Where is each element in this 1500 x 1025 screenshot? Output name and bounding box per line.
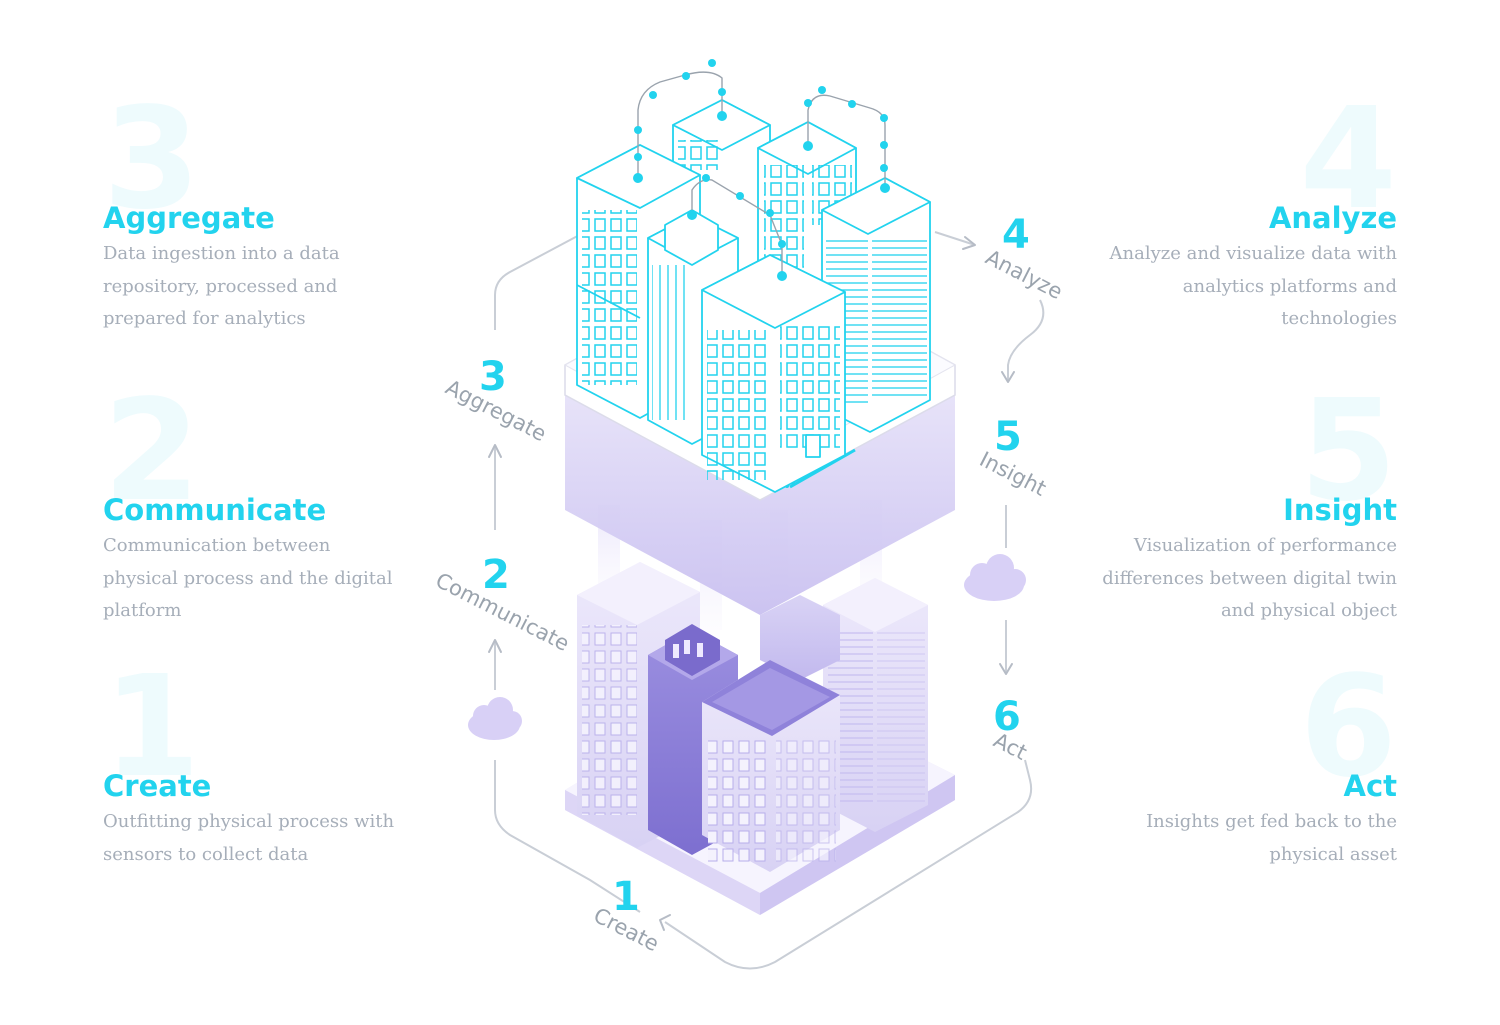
step-label-4: 4 Analyze (982, 212, 1067, 304)
step-insight-description: Visualization of performance differences… (1102, 535, 1397, 621)
step-analyze-description: Analyze and visualize data with analytic… (1109, 243, 1397, 329)
digital-buildings (576, 99, 931, 493)
flow-loop (494, 231, 1045, 970)
step-number-6: 6 (993, 694, 1021, 740)
step-analyze-title: Analyze (1268, 201, 1397, 235)
step-communicate-title: Communicate (103, 493, 327, 527)
step-number-4: 4 (1002, 212, 1030, 258)
step-create-block: 1 Create Outfitting physical process wit… (103, 658, 403, 871)
step-insight-block: 5 Insight Visualization of performance d… (1097, 382, 1397, 628)
step-number-3: 3 (479, 354, 507, 400)
step-communicate-watermark: 2 (103, 370, 201, 533)
step-insight-watermark: 5 (1299, 370, 1397, 533)
physical-buildings (577, 562, 928, 872)
step-act-description: Insights get fed back to the physical as… (1146, 811, 1397, 865)
step-create-title: Create (103, 769, 212, 803)
step-create-watermark: 1 (103, 646, 201, 809)
sensor-network (633, 59, 890, 281)
step-label-5: 5 Insight (976, 414, 1050, 501)
step-label-3: 3 Aggregate (442, 354, 550, 446)
step-number-1: 1 (612, 874, 640, 920)
step-aggregate-block: 3 Aggregate Data ingestion into a data r… (103, 90, 403, 336)
step-aggregate-description: Data ingestion into a data repository, p… (103, 243, 340, 329)
step-aggregate-watermark: 3 (103, 78, 201, 241)
step-create-description: Outfitting physical process with sensors… (103, 811, 395, 865)
step-analyze-watermark: 4 (1299, 78, 1397, 241)
cloud-icon-right (964, 554, 1026, 601)
cloud-icon-left (468, 697, 522, 740)
step-act-block: 6 Act Insights get fed back to the physi… (1097, 658, 1398, 871)
flow-arrowheads (488, 236, 1015, 931)
step-aggregate-title: Aggregate (103, 201, 275, 235)
step-act-title: Act (1343, 769, 1398, 803)
step-number-5: 5 (994, 414, 1022, 460)
step-number-2: 2 (482, 552, 510, 598)
step-label-2: 2 Communicate (432, 552, 573, 656)
step-communicate-description: Communication between physical process a… (103, 535, 393, 621)
step-label-6: 6 Act (990, 694, 1031, 765)
step-analyze-block: 4 Analyze Analyze and visualize data wit… (1097, 90, 1397, 336)
step-communicate-block: 2 Communicate Communication between phys… (103, 382, 403, 628)
step-insight-title: Insight (1283, 493, 1397, 527)
step-act-watermark: 6 (1299, 646, 1397, 809)
